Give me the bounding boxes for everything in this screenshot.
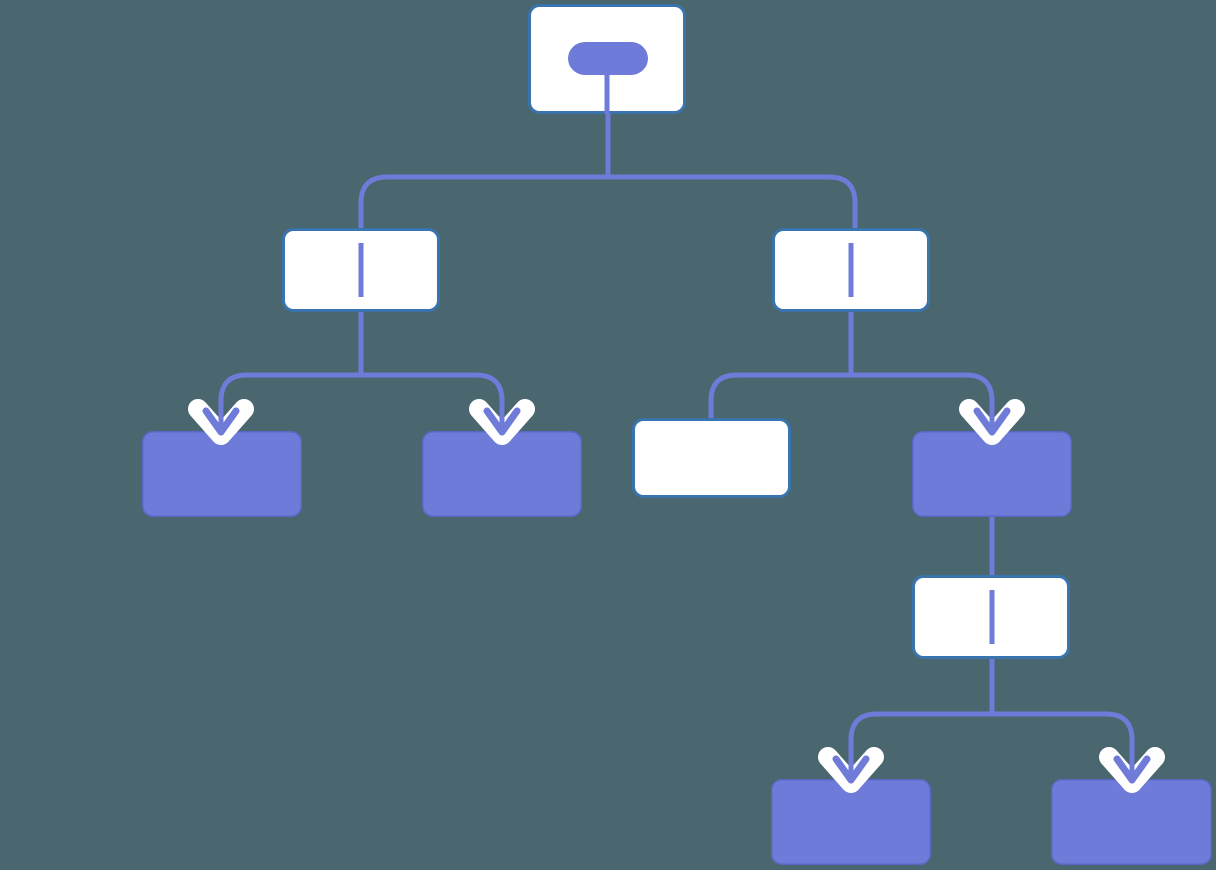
root-card[interactable] <box>528 4 686 115</box>
arrowhead-leaf-1 <box>188 397 254 445</box>
overlay-layer <box>188 243 1165 793</box>
connector-mid-right-to-leaves[interactable] <box>708 312 995 431</box>
arrowhead-leaf-2 <box>469 397 535 445</box>
arrowhead-branch-right <box>959 397 1025 445</box>
node-layer <box>142 4 1212 865</box>
root-card-pill-icon <box>568 42 648 75</box>
leaf-card-3-body[interactable] <box>632 418 791 498</box>
connector-sub-mid-to-sub-leaves[interactable] <box>848 659 1135 779</box>
arrowhead-sub-leaf-2 <box>1099 745 1165 793</box>
connector-layer <box>218 114 1135 779</box>
leaf-card-3[interactable] <box>632 418 791 498</box>
arrowhead-sub-leaf-1 <box>818 745 884 793</box>
connector-root-to-mid-level[interactable] <box>358 114 858 228</box>
connector-mid-left-to-leaves[interactable] <box>218 312 505 431</box>
